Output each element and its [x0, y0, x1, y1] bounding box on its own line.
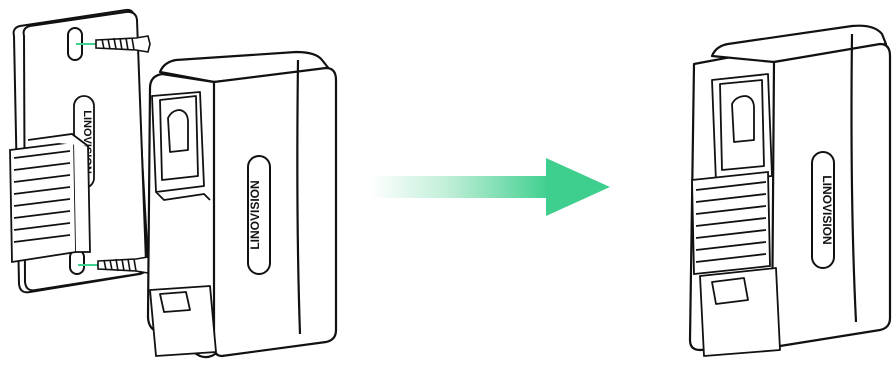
- mounted-bracket: [711, 73, 773, 183]
- arrow-right-icon: [370, 158, 610, 216]
- plate-heatsink: [9, 133, 91, 264]
- mounted-bottom-clip: [699, 267, 781, 357]
- screw-icon: [76, 35, 151, 53]
- mounted-heatsink: [691, 171, 771, 275]
- device-bracket: [149, 91, 217, 357]
- device-logo: LINOVISION: [248, 180, 262, 249]
- mounted-device-logo: LINOVISION: [820, 175, 834, 244]
